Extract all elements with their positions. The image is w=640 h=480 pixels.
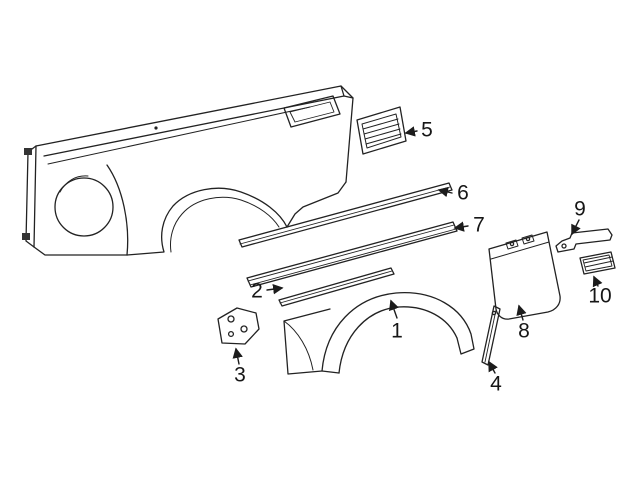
arrow-5 — [404, 126, 418, 137]
callout-2[interactable]: 2 — [251, 279, 263, 303]
arrow-9 — [571, 219, 581, 236]
callout-arrows — [232, 126, 603, 374]
callout-10[interactable]: 10 — [588, 284, 612, 308]
lamp-cutout — [283, 95, 341, 128]
arrow-3 — [232, 347, 243, 365]
mount-bracket — [217, 307, 260, 345]
callout-7[interactable]: 7 — [473, 213, 485, 237]
callout-9[interactable]: 9 — [574, 197, 586, 221]
callout-1[interactable]: 1 — [391, 319, 403, 343]
arrow-8 — [516, 304, 527, 321]
callout-4[interactable]: 4 — [490, 372, 502, 396]
mud-flap — [488, 231, 561, 320]
arrow-4 — [488, 360, 498, 374]
callout-6[interactable]: 6 — [457, 181, 469, 205]
arrow-1 — [389, 299, 399, 319]
retainer-clip — [579, 251, 616, 275]
arrow-2 — [266, 283, 284, 295]
clamp-bracket — [555, 228, 613, 253]
lower-molding — [278, 267, 395, 307]
arrow-6 — [437, 186, 453, 198]
upper-belt-molding — [238, 182, 453, 248]
vent-grille — [356, 106, 407, 155]
callout-3[interactable]: 3 — [234, 363, 246, 387]
mount-tab-bottom — [22, 233, 30, 240]
arrow-7 — [453, 221, 469, 232]
front-fender-panel — [22, 85, 354, 256]
fender-flare — [283, 292, 475, 375]
wheel-opening — [54, 177, 114, 237]
end-strip — [481, 305, 501, 366]
center-molding — [246, 221, 458, 288]
callout-8[interactable]: 8 — [518, 319, 530, 343]
arrow-10 — [592, 275, 603, 288]
mount-tab-top — [24, 148, 32, 155]
callout-5[interactable]: 5 — [421, 118, 433, 142]
